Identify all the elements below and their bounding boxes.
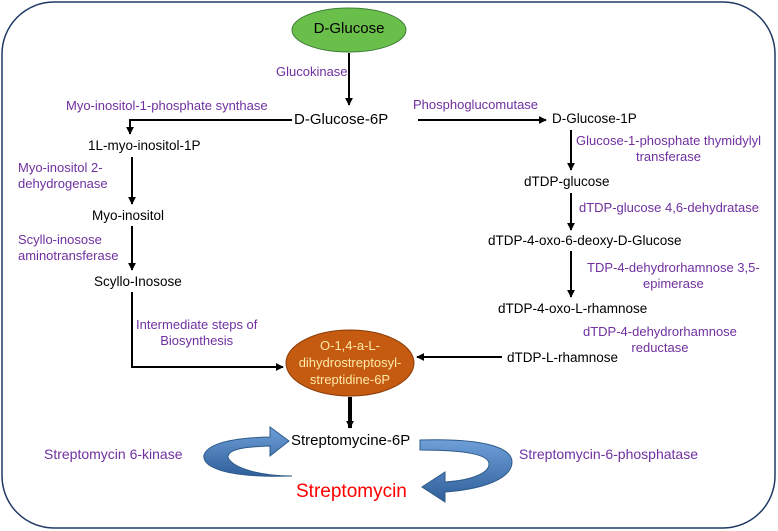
streptomycin-label: Streptomycin <box>296 481 407 502</box>
myo-inositol-dehydrogenase-line-1: Myo-inositol 2- <box>18 160 103 175</box>
intermediate-line-2: dihydrostreptosyl- <box>298 355 402 370</box>
thymidylyl-transferase-line-2: transferase <box>635 149 702 165</box>
dtdp-l-rhamnose-label: dTDP-L-rhamnose <box>507 350 619 365</box>
streptomycin-6-kinase-label: Streptomycin 6-kinase <box>44 446 183 462</box>
intermediate-line-3: streptidine-6P <box>309 372 391 387</box>
myo-inositol-label: Myo-inositol <box>92 208 165 223</box>
dehydrorhamnose-epimerase-label: TDP-4-dehydrorhamnose 3,5- epimerase <box>587 260 760 293</box>
intermediate-steps-line-2: Biosynthesis <box>160 333 234 349</box>
arrow-g6p-to-inositol-1p <box>126 119 292 135</box>
myo-inositol-1p-synthase-label: Myo-inositol-1-phosphate synthase <box>66 98 268 113</box>
phosphoglucomutase-label: Phosphoglucomutase <box>413 97 539 112</box>
myo-inositol-dehydrogenase-line-2: dehydrogenase <box>18 176 108 192</box>
streptomycine-6p-label: Streptomycine-6P <box>291 432 411 449</box>
arrow-scyllo-inosose-to-intermediate <box>131 292 284 371</box>
d-glucose-1p-label: D-Glucose-1P <box>552 111 637 126</box>
d-glucose-node <box>291 7 407 53</box>
d-glucose-label: D-Glucose <box>313 20 385 37</box>
dehydrorhamnose-reductase-label: dTDP-4-dehydrorhamnose reductase <box>583 324 737 357</box>
streptomycin-6-phosphatase-label: Streptomycin-6-phosphatase <box>519 446 698 462</box>
myo-inositol-dehydrogenase-label: Myo-inositol 2- dehydrogenase <box>18 160 108 193</box>
dtdp-glucose-label: dTDP-glucose <box>524 174 610 189</box>
thymidylyl-transferase-line-1: Glucose-1-phosphate thymidylyl <box>576 133 761 148</box>
cycle-arrow-kinase <box>203 426 293 477</box>
dtdp-oxo-rhamnose-label: dTDP-4-oxo-L-rhamnose <box>498 301 648 316</box>
cycle-arrow-phosphatase <box>419 439 513 503</box>
dehydrorhamnose-epimerase-line-2: epimerase <box>643 276 704 292</box>
intermediate-label: O-1,4-a-L- dihydrostreptosyl- streptidin… <box>286 337 414 388</box>
dehydrorhamnose-reductase-line-2: reductase <box>631 340 689 356</box>
intermediate-node <box>285 329 415 397</box>
dehydrorhamnose-reductase-line-1: dTDP-4-dehydrorhamnose <box>583 324 737 339</box>
scyllo-inosose-aminotransferase-line-2: aminotransferase <box>18 248 119 264</box>
scyllo-inosose-label: Scyllo-Inosose <box>94 274 182 289</box>
intermediate-steps-line-1: Intermediate steps of <box>136 317 258 332</box>
dtdp-glucose-dehydratase-label: dTDP-glucose 4,6-dehydratase <box>579 200 759 215</box>
scyllo-inosose-aminotransferase-label: Scyllo-inosose aminotransferase <box>18 232 118 265</box>
dehydrorhamnose-epimerase-line-1: TDP-4-dehydrorhamnose 3,5- <box>587 260 760 275</box>
glucokinase-label: Glucokinase <box>276 64 348 79</box>
dtdp-oxo-deoxy-glucose-label: dTDP-4-oxo-6-deoxy-D-Glucose <box>488 233 682 248</box>
myo-inositol-1p-label: 1L-myo-inositol-1P <box>88 138 201 153</box>
intermediate-line-1: O-1,4-a-L- <box>320 338 380 353</box>
scyllo-inosose-aminotransferase-line-1: Scyllo-inosose <box>18 232 102 247</box>
intermediate-steps-label: Intermediate steps of Biosynthesis <box>136 317 257 350</box>
d-glucose-6p-label: D-Glucose-6P <box>294 111 389 128</box>
thymidylyl-transferase-label: Glucose-1-phosphate thymidylyl transfera… <box>576 133 761 166</box>
